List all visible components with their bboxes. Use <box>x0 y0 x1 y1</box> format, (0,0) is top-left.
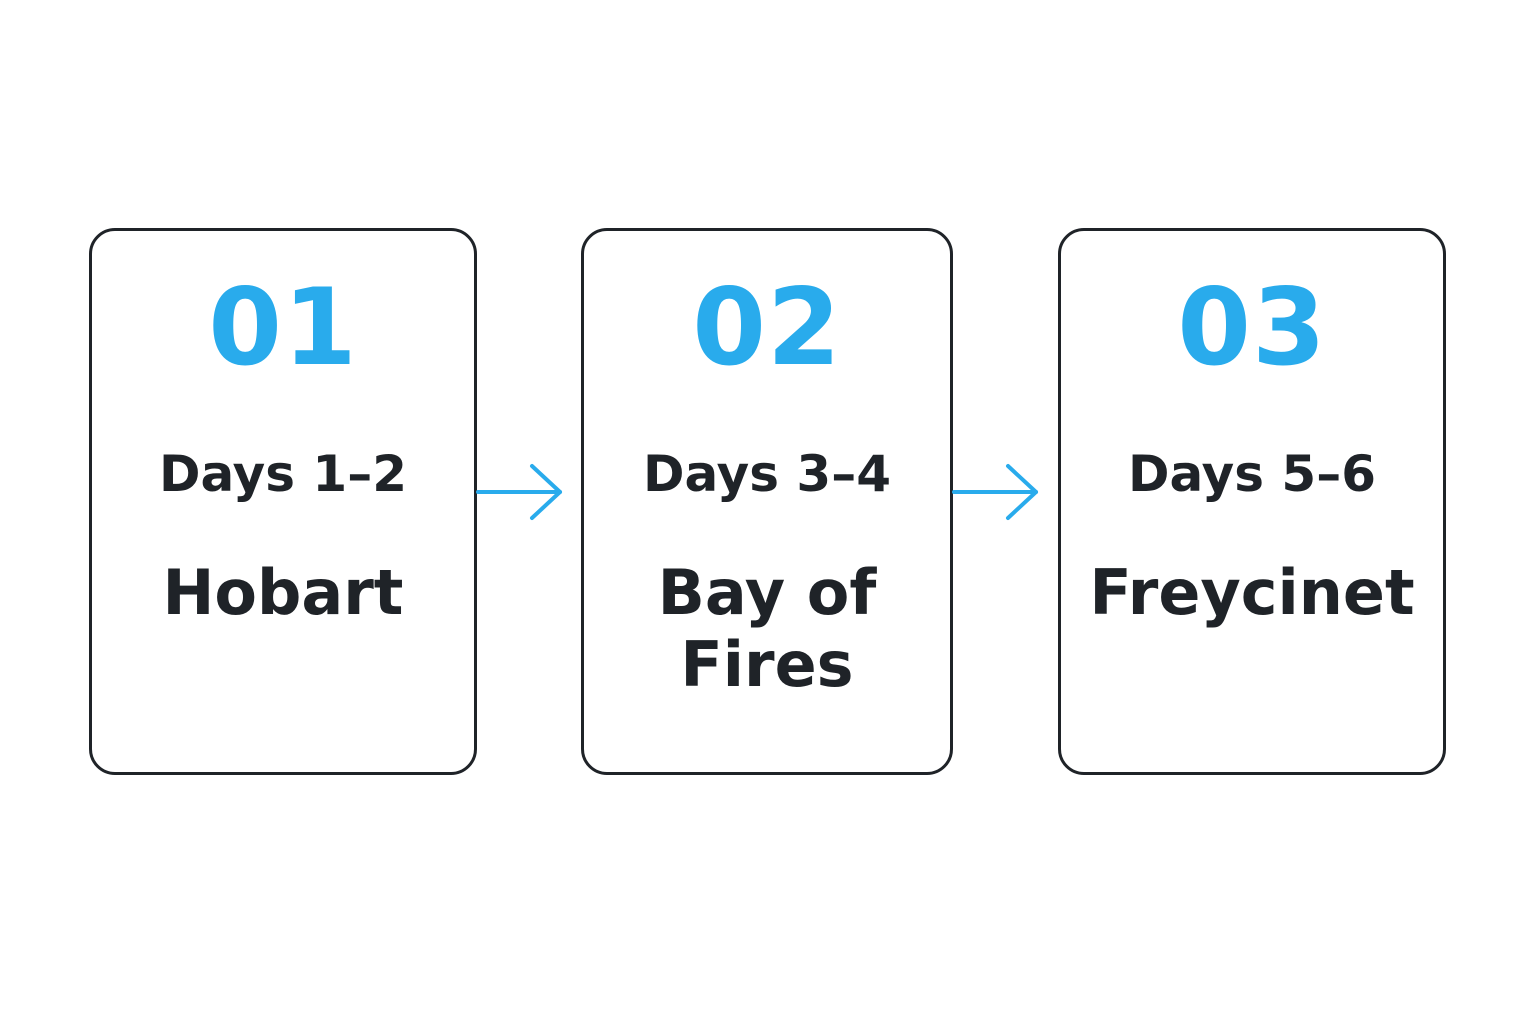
step-place: Freycinet <box>1089 556 1415 629</box>
step-days: Days 1–2 <box>158 445 408 503</box>
step-card-1: 01 Days 1–2 Hobart <box>89 228 477 775</box>
step-number: 01 <box>208 266 358 389</box>
step-days: Days 5–6 <box>1127 445 1377 503</box>
step-place: Bay of Fires <box>657 556 877 701</box>
step-card-2: 02 Days 3–4 Bay of Fires <box>581 228 953 775</box>
step-number: 02 <box>692 266 842 389</box>
step-days: Days 3–4 <box>642 445 892 503</box>
step-card-3: 03 Days 5–6 Freycinet <box>1058 228 1446 775</box>
arrow-right-icon <box>476 464 562 520</box>
arrow-right-icon <box>952 464 1038 520</box>
step-place: Hobart <box>162 556 404 629</box>
step-number: 03 <box>1177 266 1327 389</box>
